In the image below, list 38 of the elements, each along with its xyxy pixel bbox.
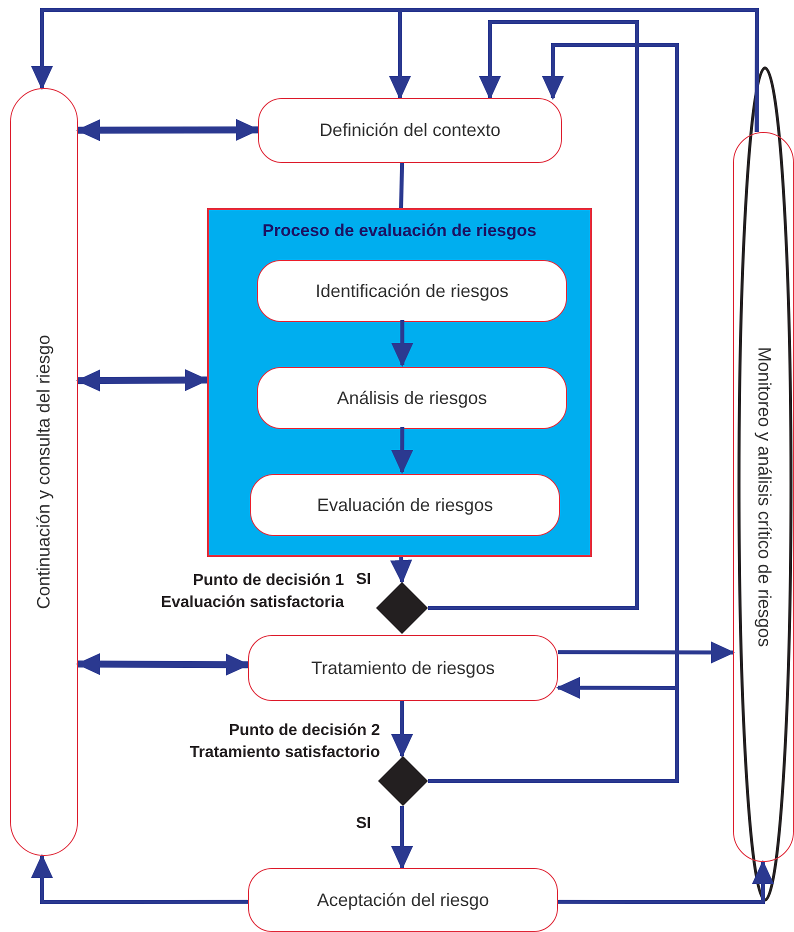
- arrow: [76, 118, 260, 142]
- process-box: [250, 474, 560, 536]
- connector-line: [399, 162, 404, 208]
- yes-label: SI: [356, 814, 372, 834]
- box-label: Aceptación del riesgo: [316, 888, 490, 912]
- box-label: Tratamiento de riesgos: [311, 656, 495, 680]
- vertical-box: [733, 132, 794, 862]
- box-label: Definición del contexto: [319, 119, 501, 142]
- process-box: [248, 635, 558, 701]
- arrow: [76, 653, 250, 676]
- arrow: [30, 854, 248, 904]
- process-container: [207, 208, 592, 557]
- box-label: Identificación de riesgos: [315, 280, 509, 303]
- arrow: [391, 806, 414, 870]
- process-box: [248, 868, 558, 932]
- process-box: [257, 367, 567, 429]
- decision-caption: Punto de decisión 2 Tratamiento satisfactorio: [188, 721, 380, 763]
- vertical-box: [10, 88, 78, 856]
- yes-label: SI: [356, 570, 372, 590]
- box-label: Monitoreo y análisis crítico de riesgos: [753, 346, 775, 648]
- arrow: [388, 8, 759, 132]
- box-label: Evaluación de riesgos: [316, 494, 494, 517]
- arrow: [558, 641, 735, 664]
- process-box: [257, 260, 567, 322]
- container-title: Proceso de evaluación de riesgos: [261, 220, 538, 242]
- decision-caption: Punto de decisión 1 Evaluación satisfactoria: [160, 571, 344, 613]
- box-label: Continuación y consulta del riesgo: [32, 334, 54, 610]
- arrow: [428, 20, 639, 610]
- arrow: [390, 556, 412, 584]
- arrow: [391, 427, 414, 474]
- box-label: Análisis de riesgos: [336, 386, 488, 410]
- arrow: [428, 676, 679, 783]
- process-box: [258, 98, 562, 163]
- arrow: [391, 701, 414, 758]
- arrow: [558, 860, 774, 904]
- decision-diamond: [378, 756, 428, 806]
- arrow: [76, 369, 209, 392]
- arrow: [391, 320, 414, 367]
